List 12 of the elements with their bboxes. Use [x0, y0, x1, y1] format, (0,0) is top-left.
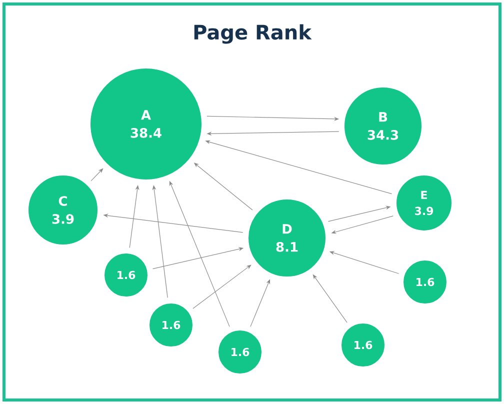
circle-node: 1.6 — [218, 329, 262, 374]
circle-node: B 34.3 — [344, 86, 422, 166]
circle-node: 1.6 — [402, 260, 448, 304]
circle-node: C 3.9 — [28, 174, 98, 246]
title: Page Rank — [194, 24, 312, 44]
circle-node: E 3.9 — [396, 174, 452, 232]
arrow — [192, 264, 252, 309]
circle-node: D 8.1 — [248, 198, 326, 278]
circle-node: 1.6 — [148, 302, 194, 348]
circle-node: A 38.4 — [90, 68, 202, 180]
circle-node: 1.6 — [104, 252, 148, 298]
circle-node: 1.6 — [340, 322, 386, 368]
